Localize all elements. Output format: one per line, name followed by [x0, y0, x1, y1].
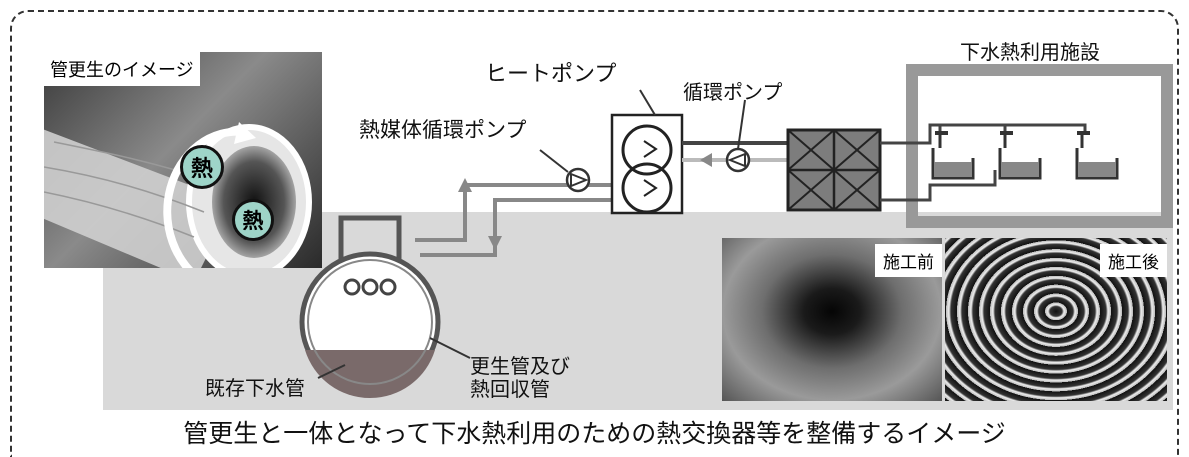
return-arrow	[700, 153, 712, 167]
sewer-pipe	[299, 215, 441, 399]
heat-pump-label: ヒートポンプ	[485, 62, 617, 87]
dashed-frame	[10, 10, 1179, 457]
heat-badge-1: 熱	[180, 145, 224, 189]
faucet-sink-2	[998, 131, 1042, 180]
before-label: 施工前	[875, 244, 942, 277]
existing-sewer-label: 既存下水管	[205, 376, 305, 400]
facility-building	[906, 64, 1173, 228]
flow-arrow-down	[488, 236, 502, 250]
faucet-sink-1	[931, 131, 975, 180]
inset-title: 管更生のイメージ	[44, 52, 200, 86]
circulation-pump-label: 循環ポンプ	[683, 80, 783, 104]
heat-medium-pump-icon	[565, 167, 591, 193]
heat-badge-1-text: 熱	[190, 157, 213, 182]
heat-exchanger	[786, 128, 882, 212]
heat-pump-unit	[610, 113, 684, 215]
leader-existing	[317, 364, 346, 379]
facility-label: 下水熱利用施設	[960, 40, 1100, 64]
caption: 管更生と一体となって下水熱利用のための熱交換器等を整備するイメージ	[183, 419, 1006, 448]
pipe-renewal-image: 管更生のイメージ 熱 熱	[44, 52, 322, 268]
after-label: 施工後	[1100, 244, 1167, 277]
heat-badge-2-text: 熱	[242, 209, 264, 233]
circulation-pump-icon	[725, 147, 751, 173]
heat-medium-pump-label: 熱媒体循環ポンプ	[359, 118, 527, 142]
flow-arrow-up	[458, 178, 472, 192]
heat-medium-piping	[415, 183, 612, 257]
leader-renewal	[429, 337, 471, 359]
faucet-sink-3	[1075, 131, 1119, 180]
heat-badge-2: 熱	[232, 199, 274, 241]
renewal-pipe-label-2: 熱回収管	[470, 377, 550, 401]
renewal-pipe-label-1: 更生管及び	[470, 354, 570, 378]
after-photo: 施工後	[945, 238, 1167, 401]
before-photo: 施工前	[722, 238, 942, 401]
